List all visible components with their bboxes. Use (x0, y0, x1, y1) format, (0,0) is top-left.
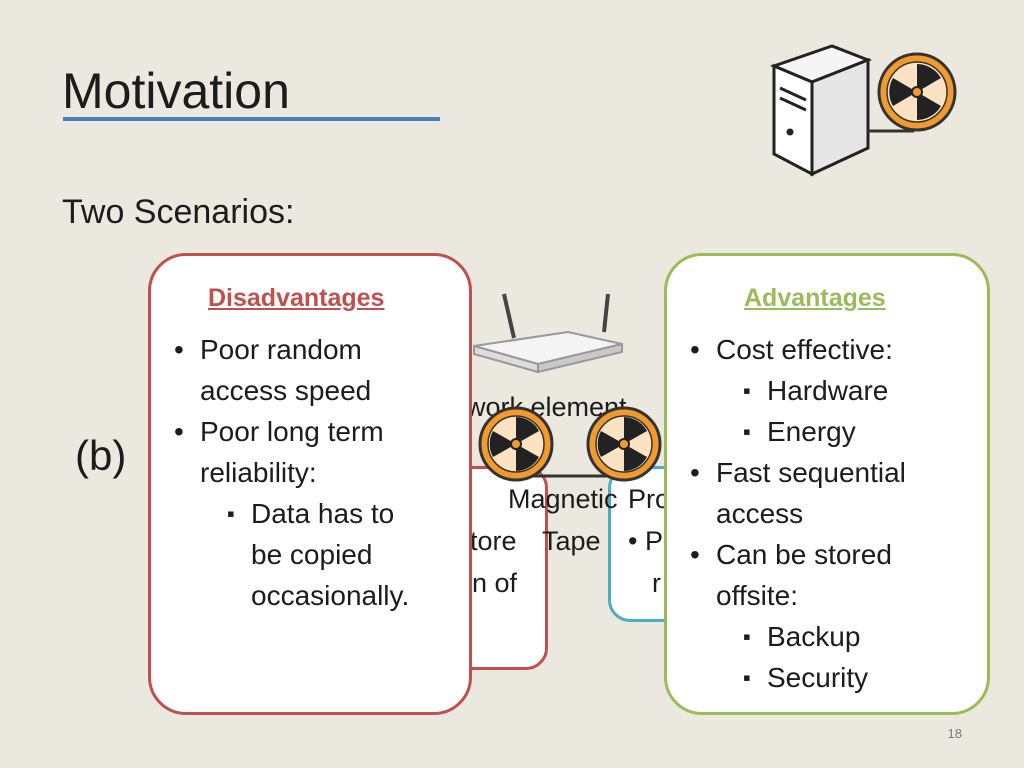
magnetic-label: Magnetic (508, 484, 618, 514)
list-item: Security (686, 657, 906, 698)
tape-reel-icon (877, 52, 957, 132)
list-item: Poor long term (170, 411, 409, 452)
list-item: Backup (686, 616, 906, 657)
list-item: be copied (251, 539, 373, 570)
list-item: Fast sequential (686, 452, 906, 493)
list-item: access (716, 498, 804, 529)
list-item: Cost effective: (686, 329, 906, 370)
tape-label: Tape (542, 526, 601, 556)
list-item: Data has to (170, 493, 409, 534)
list-item: Can be stored (686, 534, 906, 575)
list-item: occasionally. (251, 580, 410, 611)
bullet-p-fragment: • P (628, 526, 663, 556)
list-item: Hardware (686, 370, 906, 411)
pro-fragment: Pro (628, 484, 671, 514)
advantages-card: Advantages Cost effective:HardwareEnergy… (664, 253, 990, 715)
disadvantages-heading: Disadvantages (208, 284, 385, 312)
r-fragment: r (652, 568, 661, 598)
title-underline (63, 117, 440, 121)
disadvantages-list: Poor random access speedPoor long term rel… (170, 329, 409, 616)
advantages-heading: Advantages (744, 284, 886, 312)
advantages-list: Cost effective:HardwareEnergyFast sequen… (686, 329, 906, 698)
list-item: Poor random (170, 329, 409, 370)
list-item: Energy (686, 411, 906, 452)
page-number: 18 (947, 726, 962, 741)
store-fragment: tore (470, 526, 517, 556)
tape-reel-icon (478, 406, 554, 482)
scenario-label: (b) (75, 432, 127, 479)
router-icon (473, 293, 623, 374)
list-item: offsite: (716, 580, 798, 611)
slide-subtitle: Two Scenarios: (62, 193, 295, 231)
list-item: access speed (200, 375, 372, 406)
tape-reel-icon (586, 406, 662, 482)
of-fragment: n of (472, 568, 518, 598)
tape-reels-pair (478, 406, 662, 482)
server-icon (769, 44, 914, 177)
slide-title: Motivation (62, 63, 290, 119)
list-item: reliability: (200, 457, 317, 488)
